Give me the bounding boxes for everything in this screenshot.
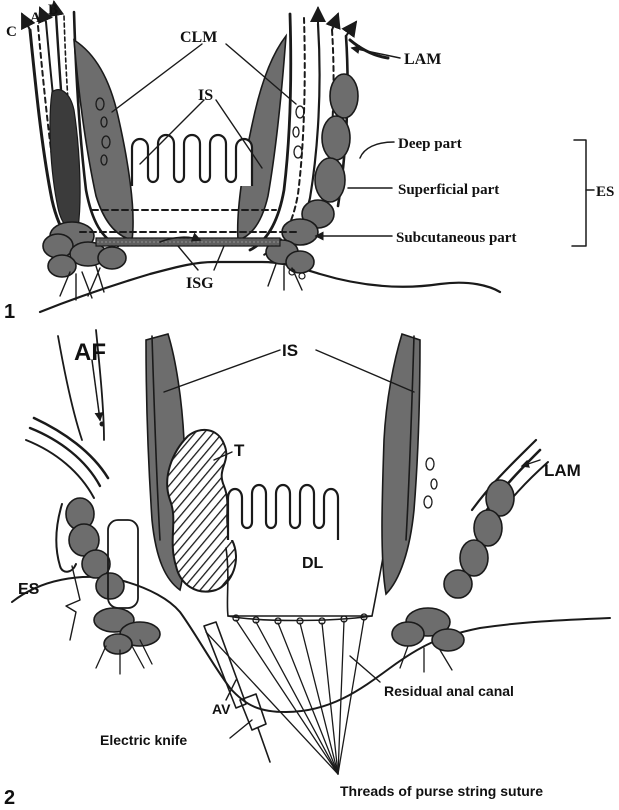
figure-2: AF IS T LAM DL ES AV Residual anal canal…: [4, 330, 610, 809]
fig1-label-superficial-part: Superficial part: [398, 182, 499, 198]
fig2-panel-number: 2: [4, 787, 15, 809]
fig1-label-clm: CLM: [180, 29, 217, 46]
fig1-label-subcutaneous-part: Subcutaneous part: [396, 230, 516, 246]
fig2-label-residual-anal-canal: Residual anal canal: [384, 683, 514, 699]
fig1-label-deep-part: Deep part: [398, 136, 462, 152]
fig1-label-lam: LAM: [404, 51, 441, 68]
fig2-right-glands: [424, 458, 437, 508]
fig1-label-b: B: [48, 2, 58, 18]
fig2-left-external-sphincter: [56, 498, 160, 674]
fig1-label-isg: ISG: [186, 275, 214, 292]
fig1-label-a: A: [30, 10, 41, 26]
fig1-right-glands: [293, 106, 304, 158]
fig1-panel-number: 1: [4, 301, 15, 323]
fig2-label-es: ES: [18, 581, 40, 598]
fig1-mucosal-folds: [132, 135, 252, 186]
fig2-label-av: AV: [212, 701, 231, 717]
fig2-mucosal-folds: [228, 485, 338, 540]
fig2-right-internal-sphincter: [382, 334, 420, 594]
fig2-label-lam: LAM: [544, 461, 581, 480]
fig2-left-levator: [26, 418, 108, 498]
fig2-suture-threads: [206, 619, 364, 774]
fig1-isg-band: [96, 238, 280, 246]
fig2-label-af: AF: [74, 339, 106, 366]
fig1-label-c: C: [6, 24, 17, 40]
fig2-electric-knife: [204, 622, 270, 762]
fig1-label-es: ES: [596, 184, 614, 200]
figure-1: C A B CLM LAM IS Deep part Superficial p…: [4, 2, 614, 323]
fig2-label-electric-knife: Electric knife: [100, 732, 187, 748]
fig1-label-is: IS: [198, 87, 213, 104]
fig2-label-threads: Threads of purse string suture: [340, 783, 543, 799]
fig2-label-t: T: [234, 441, 245, 460]
fig2-label-dl: DL: [302, 555, 324, 572]
fig2-label-is: IS: [282, 341, 298, 360]
